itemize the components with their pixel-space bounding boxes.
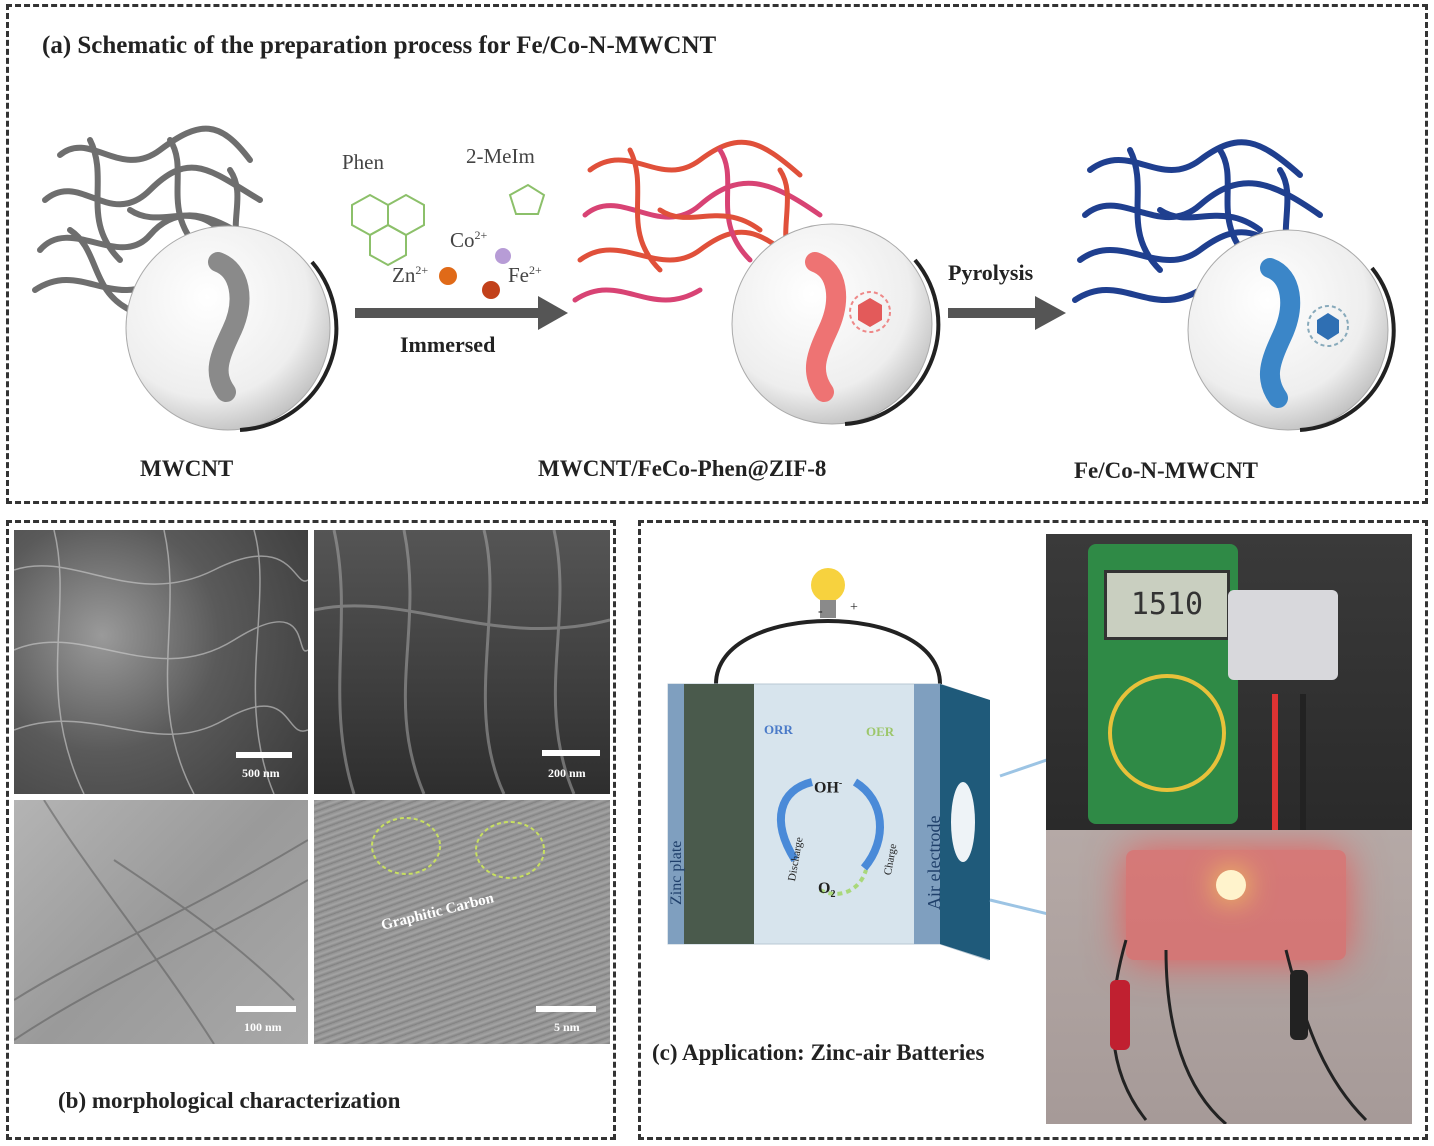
label-fecon: Fe/Co-N-MWCNT <box>1074 458 1258 483</box>
air-electrode-label: Air electrode <box>924 815 944 910</box>
oxygen-label: O2 <box>818 880 836 901</box>
sem-low-mag-image: 500 nm <box>14 530 308 794</box>
co-ion-label: Co2+ <box>450 228 488 252</box>
multimeter-display: 1510 <box>1104 570 1230 640</box>
multimeter-photo: 1510 <box>1046 534 1412 830</box>
panel-b-morphology <box>6 520 616 1140</box>
zinc-plate-edge <box>668 684 684 944</box>
label-mwcnt: MWCNT <box>140 456 234 481</box>
fe-ion-icon <box>482 281 500 299</box>
plus-terminal-label: + <box>850 600 858 615</box>
multimeter-dial <box>1108 674 1226 792</box>
battery-cells <box>1126 850 1346 960</box>
phen-label: Phen <box>342 150 384 174</box>
panel-b-caption: (b) morphological characterization <box>58 1088 401 1113</box>
fecon-sphere <box>1187 229 1396 432</box>
phen-molecule-icon <box>351 193 425 267</box>
arrow-pyrolysis <box>948 296 1066 330</box>
pyrolysis-label: Pyrolysis <box>948 260 1034 285</box>
mwcnt-sphere <box>125 225 339 432</box>
tem-low-mag-image: 100 nm <box>14 800 308 1044</box>
zinc-plate-label: Zinc plate <box>668 840 685 905</box>
label-zif8: MWCNT/FeCo-Phen@ZIF-8 <box>538 456 827 481</box>
fe-ion-label: Fe2+ <box>508 263 542 287</box>
fecon-tangle <box>1072 139 1323 303</box>
led-demo-photo <box>1046 830 1412 1124</box>
zn-ion-label: Zn2+ <box>392 263 429 287</box>
co-ion-icon <box>495 248 511 264</box>
panel-c-application <box>638 520 1428 1140</box>
led-glow <box>1216 870 1246 900</box>
panel-c-caption: (c) Application: Zinc-air Batteries <box>652 1040 985 1065</box>
battery-device <box>1228 590 1338 680</box>
meim-molecule-icon <box>508 183 546 215</box>
zif8-tangle <box>572 139 823 303</box>
hydroxide-label: OH- <box>814 778 843 797</box>
sem-high-mag-image: 200 nm <box>314 530 610 794</box>
zinc-plate <box>684 684 754 944</box>
light-bulb-icon <box>811 568 845 618</box>
orr-label: ORR <box>764 722 793 737</box>
meim-label: 2-MeIm <box>466 144 535 168</box>
zif8-sphere <box>731 223 941 426</box>
oer-label: OER <box>866 724 895 739</box>
minus-terminal-label: - <box>818 604 823 619</box>
immersed-label: Immersed <box>400 332 496 357</box>
panel-a-title: (a) Schematic of the preparation process… <box>42 32 717 59</box>
zn-ion-icon <box>439 267 457 285</box>
panel-a-schematic <box>6 4 1428 504</box>
schematic-svg <box>32 125 1396 432</box>
hrtem-image: Graphitic Carbon 5 nm <box>314 800 610 1044</box>
arrow-immersed <box>355 296 568 330</box>
